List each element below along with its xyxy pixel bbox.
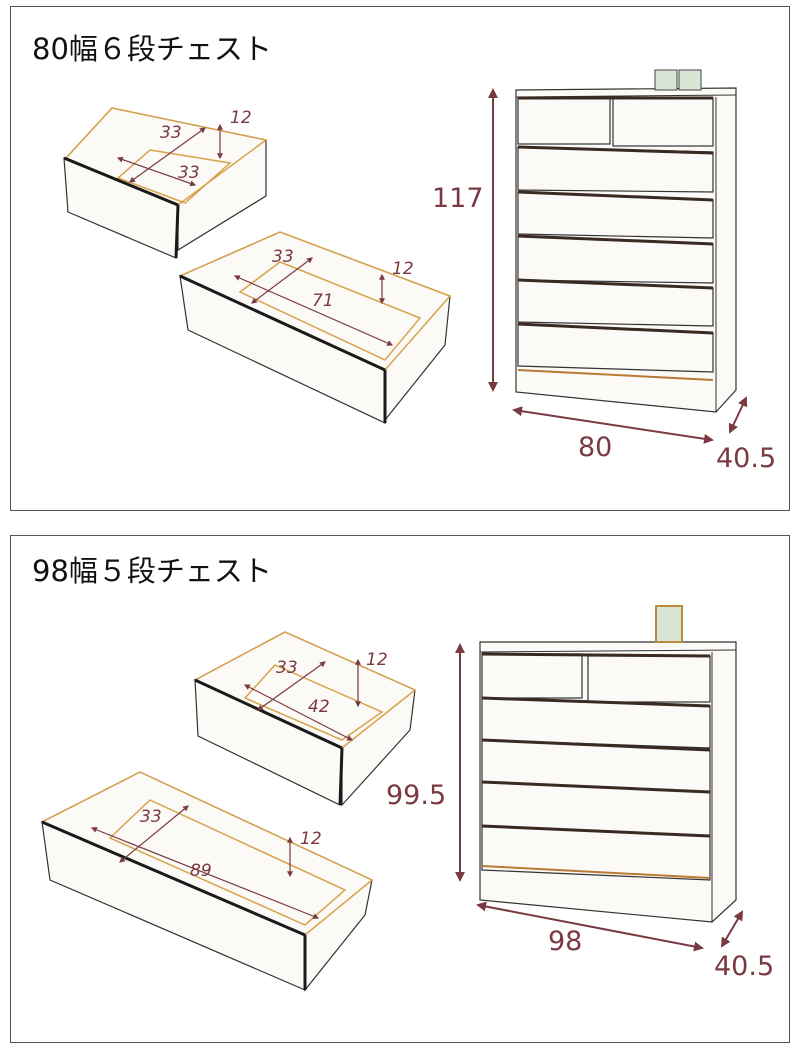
small-drawer-illustration xyxy=(63,107,268,259)
small-drawer-height-label: 12 xyxy=(230,108,252,128)
small-drawer-illustration xyxy=(193,631,417,807)
small-drawer-depth-label: 33 xyxy=(160,123,182,143)
large-drawer-depth-label: 33 xyxy=(140,807,162,827)
chest-width-label: 80 xyxy=(578,432,612,463)
chest-illustration xyxy=(488,69,748,444)
section-title: 98幅５段チェスト xyxy=(32,554,272,588)
chest-depth-label: 40.5 xyxy=(714,951,774,982)
large-drawer-width-label: 71 xyxy=(312,291,334,311)
photo-frame-icon xyxy=(655,605,683,643)
chest-illustration xyxy=(455,605,744,952)
photo-frame-icon xyxy=(654,69,678,91)
chest-width-label: 98 xyxy=(548,926,582,957)
small-drawer-width-label: 42 xyxy=(308,697,330,717)
photo-frame-icon xyxy=(678,69,702,91)
large-drawer-illustration xyxy=(178,231,452,424)
section-title: 80幅６段チェスト xyxy=(32,32,272,66)
chest-height-label: 99.5 xyxy=(386,780,446,811)
chest-height-label: 117 xyxy=(432,183,484,214)
large-drawer-illustration xyxy=(40,771,374,992)
large-drawer-width-label: 89 xyxy=(190,861,212,881)
large-drawer-height-label: 12 xyxy=(392,259,414,279)
chest-depth-label: 40.5 xyxy=(716,443,776,474)
small-drawer-depth-label: 33 xyxy=(276,658,298,678)
small-drawer-width-label: 33 xyxy=(178,163,200,183)
large-drawer-height-label: 12 xyxy=(300,829,322,849)
small-drawer-height-label: 12 xyxy=(366,650,388,670)
large-drawer-depth-label: 33 xyxy=(272,247,294,267)
